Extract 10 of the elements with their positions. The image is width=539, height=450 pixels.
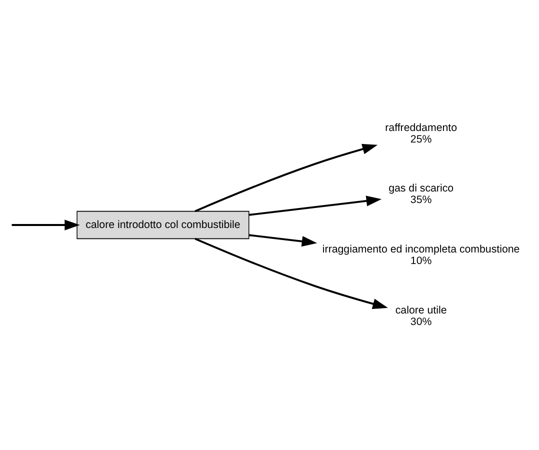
arrow bbox=[12, 220, 80, 230]
arrow bbox=[249, 196, 382, 216]
arrow bbox=[194, 238, 388, 310]
node-box: calore introdotto col combustibile bbox=[76, 210, 250, 240]
node-text: calore utile 30% bbox=[395, 304, 447, 328]
node-text: gas di scarico 35% bbox=[388, 182, 454, 206]
arrow bbox=[249, 234, 318, 247]
node-text: raffreddamento 25% bbox=[385, 122, 458, 146]
node-text: irraggiamento ed incompleta combustione 10% bbox=[322, 244, 520, 267]
arrow bbox=[194, 144, 378, 212]
